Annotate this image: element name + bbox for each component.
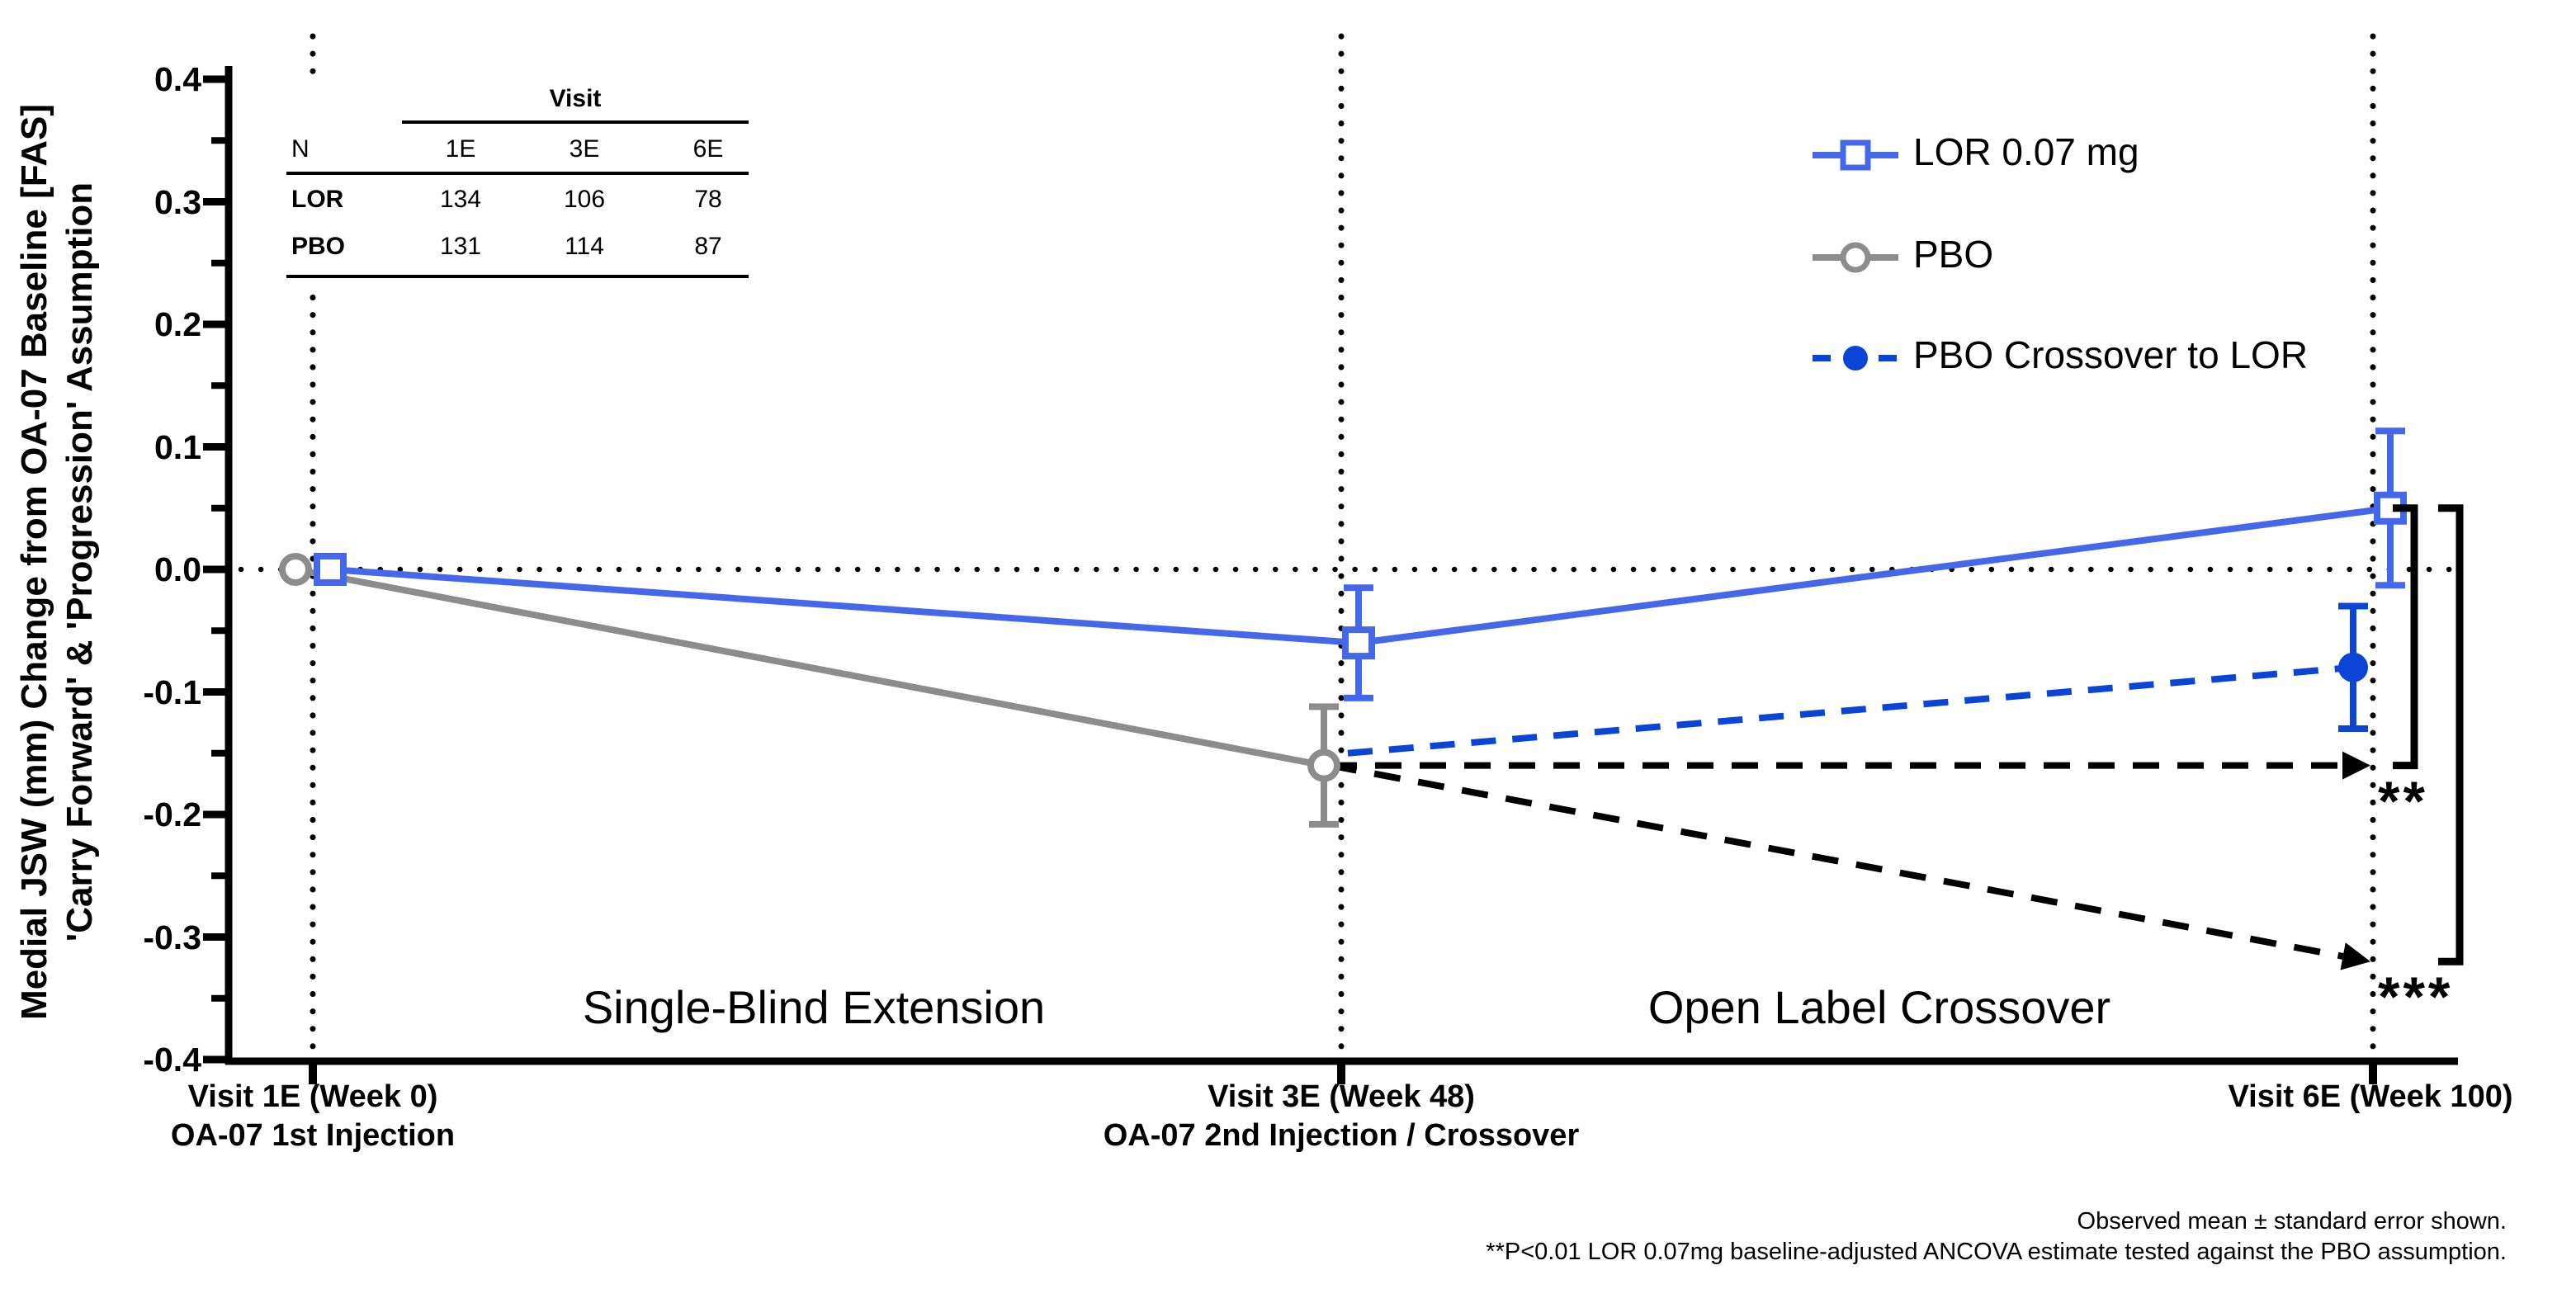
significance-bracket-1	[2438, 504, 2464, 965]
assumption-arrowhead-1	[2340, 942, 2370, 970]
legend-marker-svg	[1813, 242, 1898, 273]
phase-label-open-label-crossover: Open Label Crossover	[1647, 981, 2111, 1033]
x-tick-label-line2: OA-07 2nd Injection / Crossover	[1103, 1118, 1580, 1153]
pbo-line-marker-icon	[1813, 234, 1898, 281]
series-line-1	[295, 566, 1325, 769]
n-table-cell: 134	[439, 186, 482, 213]
significance-bracket-0	[2393, 504, 2418, 770]
legend-item-pbo-crossover: PBO Crossover to LOR	[1813, 332, 2308, 378]
x-tick-label-visit-1e: Visit 1E (Week 0) OA-07 1st Injection	[65, 1078, 560, 1155]
marker-open-circle	[1307, 748, 1340, 782]
footnote-line2: **P<0.01 LOR 0.07mg baseline-adjusted AN…	[1486, 1239, 2507, 1265]
legend-item-pbo: PBO	[1813, 231, 1993, 277]
x-tick-label-line1: Visit 3E (Week 48)	[1208, 1079, 1475, 1114]
n-table-col-n: N	[291, 135, 310, 163]
n-table-cell: 106	[563, 186, 606, 213]
n-table: Visit N 1E 3E 6E LOR 134 106 78 PBO 131 …	[285, 80, 762, 283]
series-line-2	[1347, 663, 2354, 757]
n-table-visit-header: Visit	[549, 85, 602, 112]
legend-item-lor: LOR 0.07 mg	[1813, 129, 2139, 175]
footnotes: Observed mean ± standard error shown. **…	[1486, 1206, 2507, 1268]
legend-open-circle-icon	[1840, 242, 1871, 273]
marker-filled-circle	[2338, 652, 2368, 682]
marker-open-square	[314, 553, 347, 586]
n-table-rule-mid	[286, 172, 749, 175]
n-table-rule-top	[402, 120, 749, 124]
marker-open-square	[1342, 626, 1375, 660]
legend-label-lor: LOR 0.07 mg	[1913, 130, 2139, 173]
x-tick-label-line1: Visit 1E (Week 0)	[187, 1079, 438, 1114]
x-tick-label-line2: OA-07 1st Injection	[170, 1118, 456, 1153]
x-tick-label-line1: Visit 6E (Week 100)	[2228, 1079, 2513, 1114]
phase-label-single-blind-extension: Single-Blind Extension	[582, 981, 1046, 1033]
n-table-cell: 78	[694, 186, 722, 213]
n-table-col-6e: 6E	[692, 135, 724, 163]
n-table-cell: 114	[565, 233, 604, 260]
assumption-line-1	[1330, 762, 2344, 960]
legend-label-pbo-crossover: PBO Crossover to LOR	[1913, 333, 2309, 376]
y-axis-title-line2: 'Carry Forward' & 'Progression' Assumpti…	[59, 182, 100, 942]
legend-label-pbo: PBO	[1913, 233, 1994, 276]
n-table-col-1e: 1E	[445, 135, 476, 163]
x-tick-label-visit-3e: Visit 3E (Week 48) OA-07 2nd Injection /…	[970, 1078, 1713, 1155]
assumption-arrowhead-0	[2342, 751, 2370, 780]
legend-marker-svg	[1813, 139, 1898, 171]
legend-filled-circle-icon	[1843, 345, 1868, 371]
x-tick-label-visit-6e: Visit 6E (Week 100)	[2118, 1078, 2576, 1117]
n-table-rule-bottom	[286, 275, 749, 278]
n-table-row-label: PBO	[291, 233, 346, 260]
lor-line-marker-icon	[1813, 132, 1898, 178]
n-table-cell: 87	[694, 233, 722, 260]
n-table-row-label: LOR	[291, 186, 344, 213]
legend-marker-svg	[1813, 345, 1898, 371]
n-table-col-3e: 3E	[569, 135, 600, 163]
footnote-line1: Observed mean ± standard error shown.	[2077, 1208, 2507, 1235]
n-table-cell: 131	[439, 233, 482, 260]
y-axis-title-line1: Medial JSW (mm) Change from OA-07 Baseli…	[14, 104, 54, 1020]
y-axis-title: Medial JSW (mm) Change from OA-07 Baseli…	[12, 26, 104, 1098]
legend-open-square-icon	[1840, 139, 1871, 171]
marker-open-circle	[279, 553, 312, 586]
pbo-crossover-line-marker-icon	[1813, 335, 1898, 381]
